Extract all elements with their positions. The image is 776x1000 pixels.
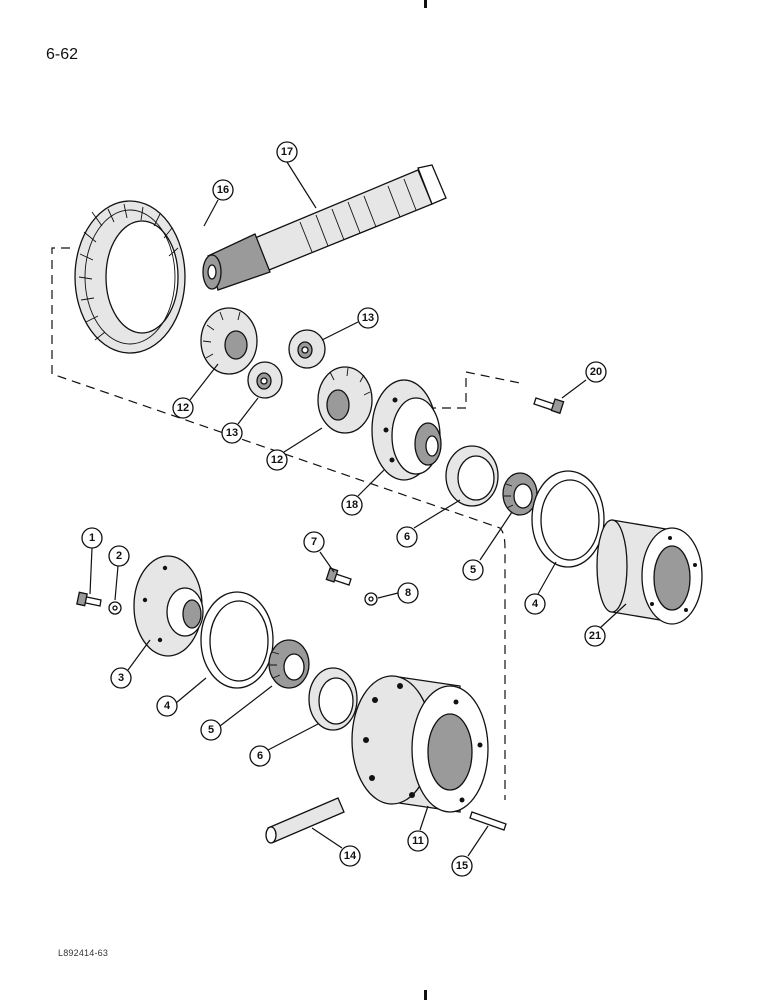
bearing-cup-lower xyxy=(308,667,358,731)
callout-label: 5 xyxy=(208,724,214,736)
differential-case-half xyxy=(371,379,442,481)
callout-label: 13 xyxy=(362,312,374,324)
callout-label: 4 xyxy=(532,598,539,610)
callout-label: 21 xyxy=(589,630,601,642)
callout-label: 3 xyxy=(118,672,124,684)
callout-label: 16 xyxy=(217,184,229,196)
callout-label: 6 xyxy=(257,750,263,762)
callout-label: 15 xyxy=(456,860,468,872)
bolt-center xyxy=(325,567,352,586)
lock-washer-left xyxy=(108,601,122,615)
callout-label: 5 xyxy=(470,564,476,576)
lock-washer-center xyxy=(364,592,378,606)
callout-label: 2 xyxy=(116,550,122,562)
bearing-carrier-cap xyxy=(133,555,204,657)
figure-reference-code: L892414-63 xyxy=(58,948,109,958)
assembly-guide-lines xyxy=(51,247,521,800)
pinion-gear-lower xyxy=(247,361,283,399)
callout-label: 20 xyxy=(590,366,602,378)
callout-label: 11 xyxy=(412,835,424,847)
callout-label: 12 xyxy=(271,454,283,466)
bearing-cone-upper xyxy=(502,472,538,516)
callout-label: 13 xyxy=(226,427,238,439)
differential-case xyxy=(351,675,489,813)
callout-label: 6 xyxy=(404,531,410,543)
callout-label: 1 xyxy=(89,532,95,544)
ring-gear xyxy=(74,200,186,354)
carrier-housing xyxy=(596,519,703,625)
pinion-shaft xyxy=(202,164,447,291)
cross-shaft-pin xyxy=(265,797,345,844)
bearing-cone-lower xyxy=(268,639,310,689)
callout-label: 8 xyxy=(405,587,411,599)
side-gear-upper xyxy=(200,307,258,375)
bottom-registration-mark xyxy=(424,990,427,1000)
bolt-left xyxy=(76,591,102,607)
callout-label: 17 xyxy=(281,146,293,158)
bolt-upper xyxy=(533,397,565,415)
shim-gasket-lower xyxy=(200,591,274,689)
top-registration-mark xyxy=(424,0,427,8)
callout-label: 4 xyxy=(164,700,171,712)
shim-gasket-upper xyxy=(531,470,605,568)
callout-balloons: 17 16 13 20 12 13 12 18 6 5 4 21 1 xyxy=(81,141,607,877)
callout-label: 12 xyxy=(177,402,189,414)
callout-label: 14 xyxy=(344,850,357,862)
side-gear-lower xyxy=(317,366,373,434)
pinion-gear-upper xyxy=(288,329,326,369)
page-number: 6-62 xyxy=(46,46,79,63)
callout-label: 7 xyxy=(311,536,317,548)
bearing-cup-upper xyxy=(445,445,499,507)
roll-pin xyxy=(469,811,507,831)
leader-lines xyxy=(89,161,627,857)
callout-label: 18 xyxy=(346,499,358,511)
